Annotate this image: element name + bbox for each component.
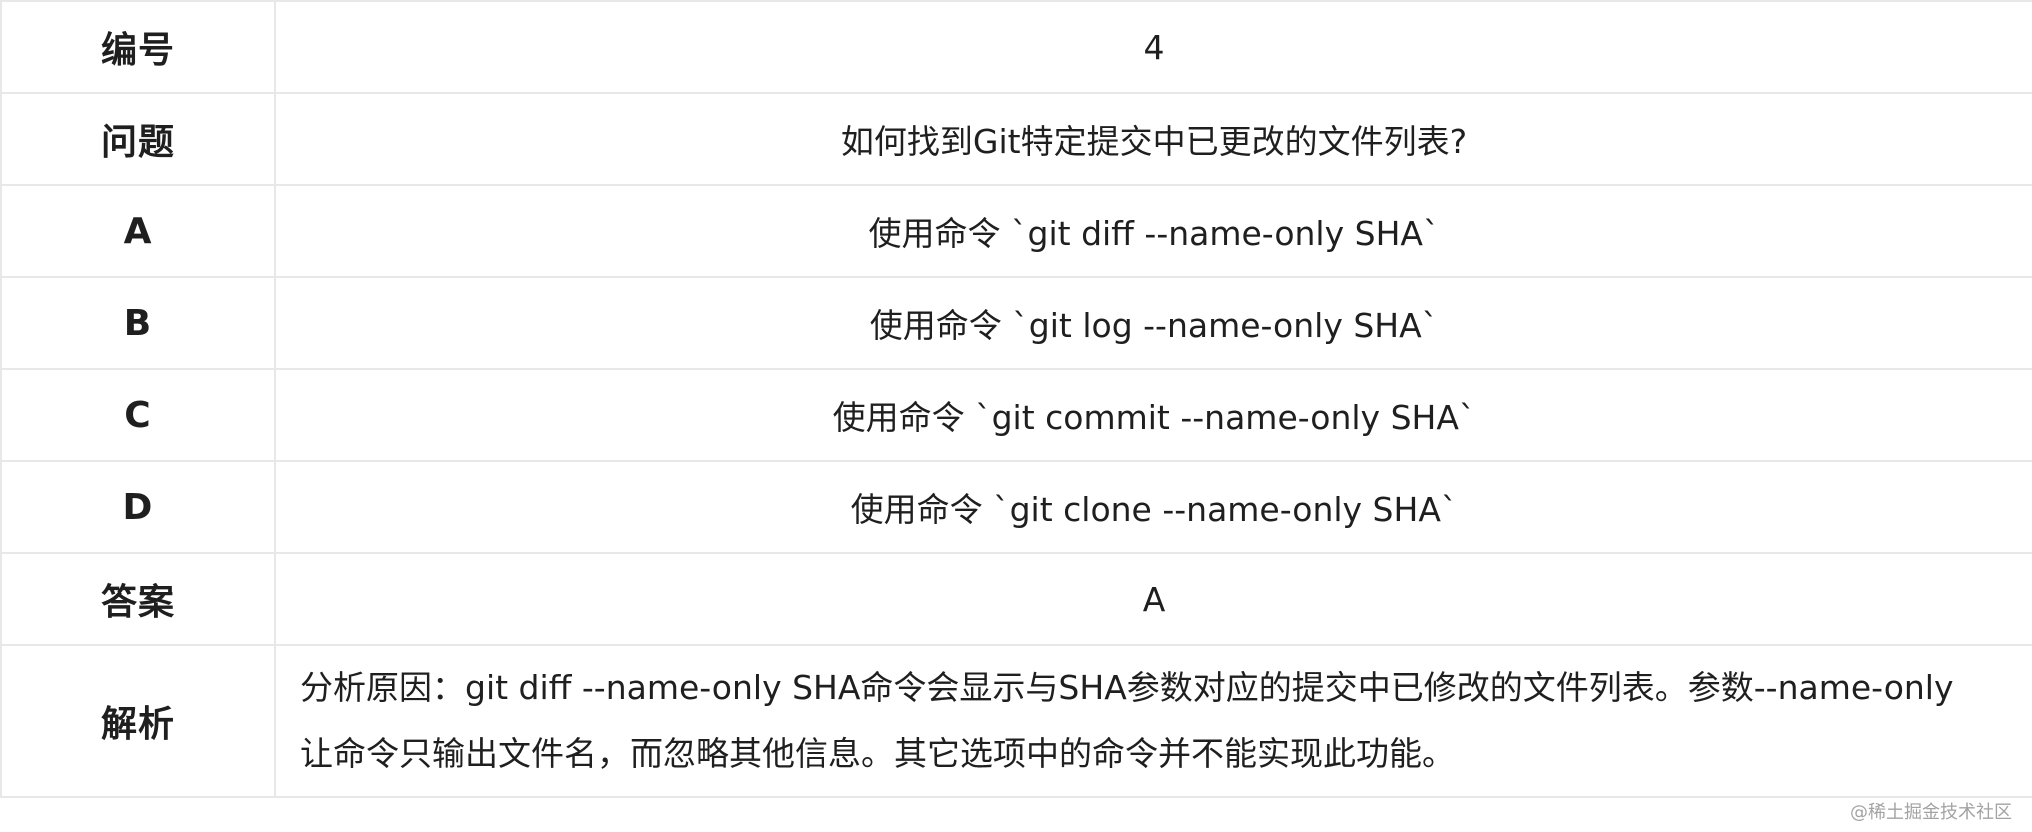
table-row-option-d: D 使用命令 `git clone --name-only SHA` [0, 460, 2032, 554]
qa-table: 编号 4 问题 如何找到Git特定提交中已更改的文件列表? A 使用命令 `gi… [0, 0, 2032, 798]
row-value-analysis: 分析原因：git diff --name-only SHA命令会显示与SHA参数… [274, 644, 2032, 798]
row-value-answer: A [274, 552, 2032, 646]
row-value-option-b: 使用命令 `git log --name-only SHA` [274, 276, 2032, 370]
row-label-option-c: C [0, 368, 276, 462]
row-label-id: 编号 [0, 0, 276, 94]
row-label-answer: 答案 [0, 552, 276, 646]
watermark: @稀土掘金技术社区 [1850, 802, 2012, 823]
row-label-question: 问题 [0, 92, 276, 186]
table-row-answer: 答案 A [0, 552, 2032, 646]
table-row-option-b: B 使用命令 `git log --name-only SHA` [0, 276, 2032, 370]
row-label-option-a: A [0, 184, 276, 278]
table-row-id: 编号 4 [0, 0, 2032, 94]
table-row-analysis: 解析 分析原因：git diff --name-only SHA命令会显示与SH… [0, 644, 2032, 798]
table-row-question: 问题 如何找到Git特定提交中已更改的文件列表? [0, 92, 2032, 186]
row-value-option-d: 使用命令 `git clone --name-only SHA` [274, 460, 2032, 554]
row-label-option-d: D [0, 460, 276, 554]
table-row-option-c: C 使用命令 `git commit --name-only SHA` [0, 368, 2032, 462]
row-label-analysis: 解析 [0, 644, 276, 798]
row-value-question: 如何找到Git特定提交中已更改的文件列表? [274, 92, 2032, 186]
row-label-option-b: B [0, 276, 276, 370]
row-value-option-c: 使用命令 `git commit --name-only SHA` [274, 368, 2032, 462]
table-row-option-a: A 使用命令 `git diff --name-only SHA` [0, 184, 2032, 278]
row-value-id: 4 [274, 0, 2032, 94]
row-value-option-a: 使用命令 `git diff --name-only SHA` [274, 184, 2032, 278]
